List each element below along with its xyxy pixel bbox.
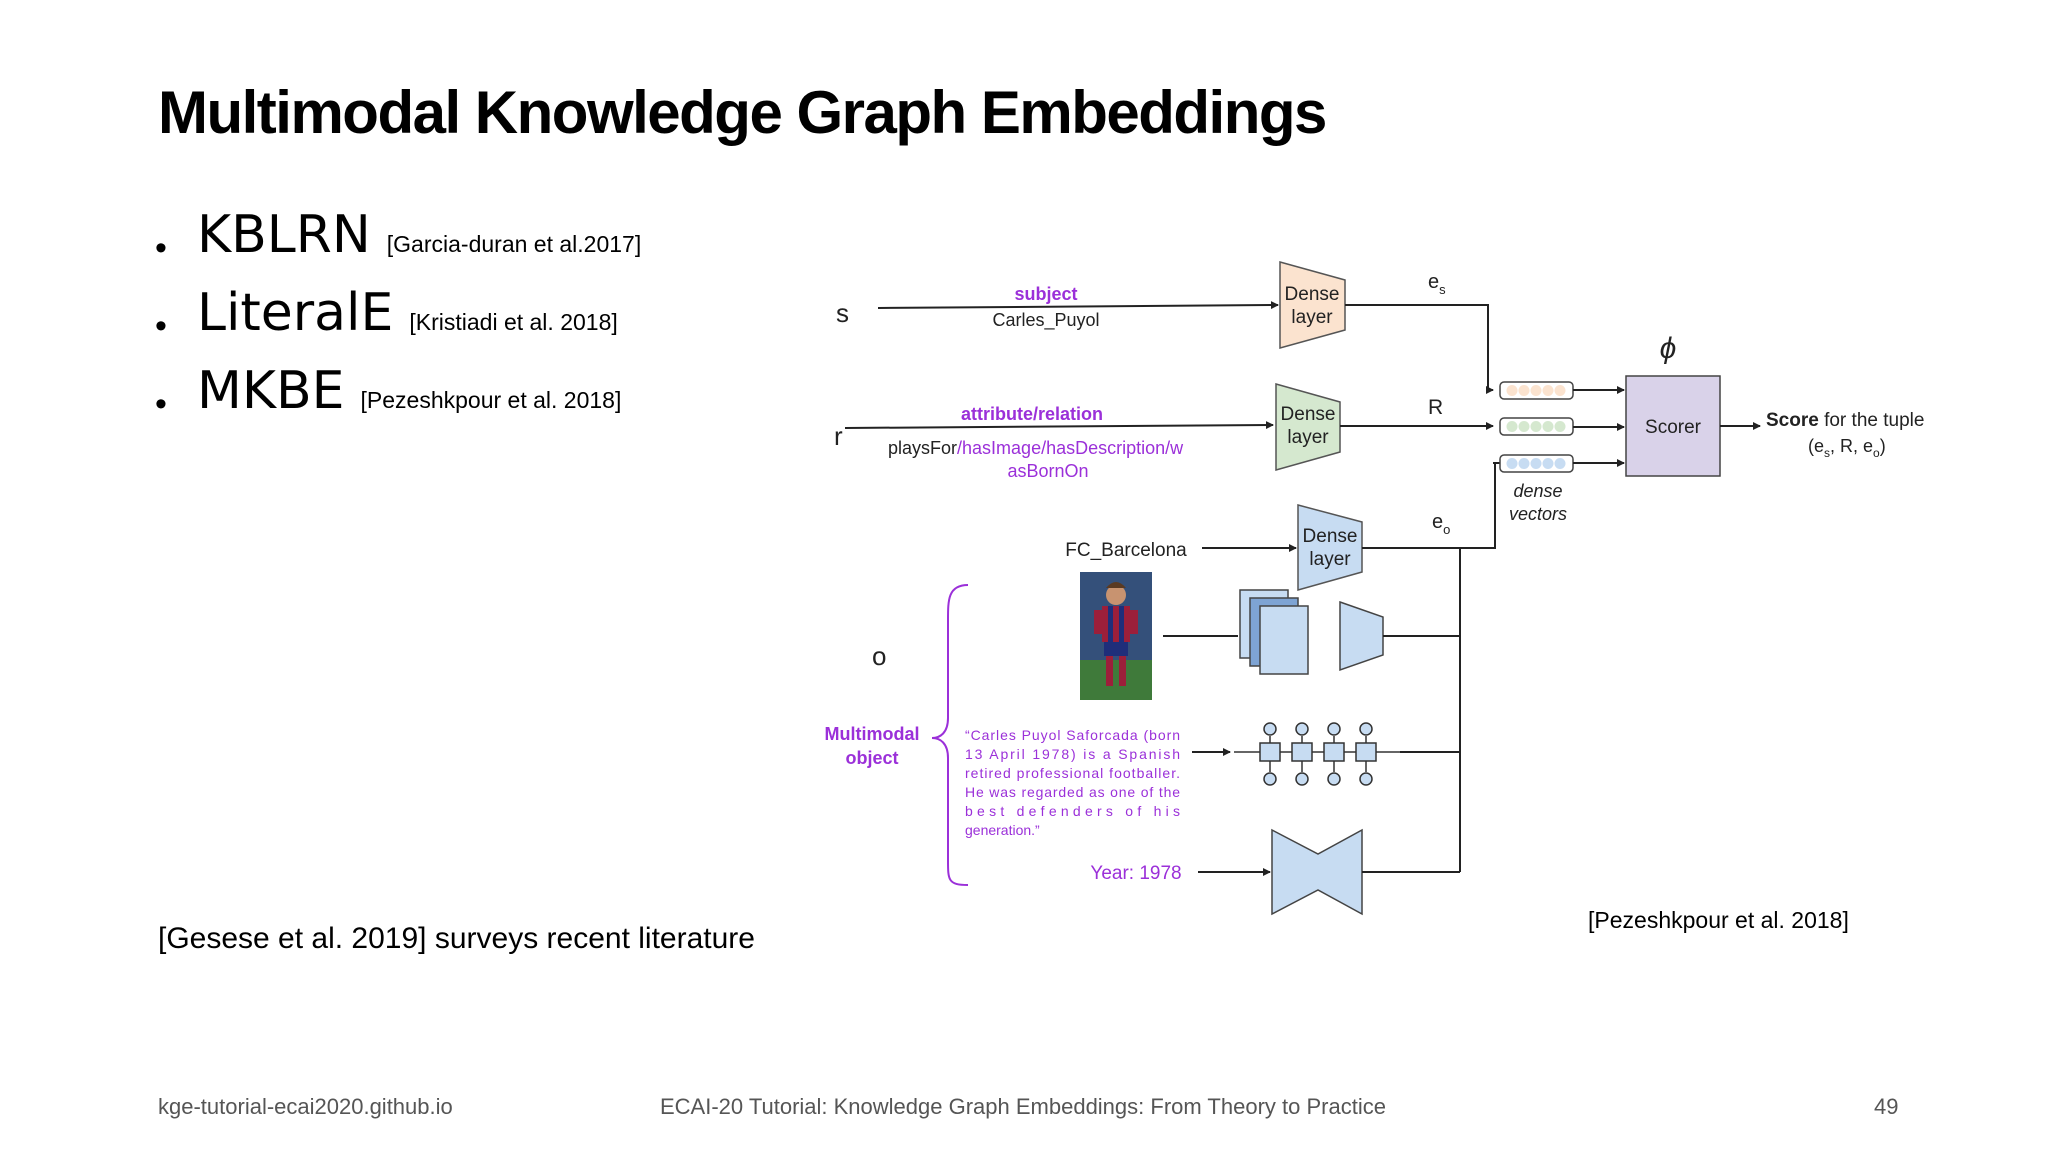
dense-vector-object [1499,454,1574,473]
dense-vectors-label: dense [1513,481,1562,501]
svg-text:13 April 1978) is a Spanish: 13 April 1978) is a Spanish [965,746,1180,762]
subject-label: subject [1014,284,1077,304]
bullet-list: • KBLRN [Garcia-duran et al.2017] • Lite… [155,205,641,439]
subject-dense-layer [1279,261,1346,349]
method-name: LiteralE [197,283,394,343]
numeric-encoder-icon [1271,828,1363,916]
score-tuple: (es, R, eo) [1808,436,1886,460]
relation-arrow [844,421,1274,430]
relation-dense-text: layer [1287,427,1329,448]
description-text: “Carles Puyol Saforcada (born 13 April 1… [965,727,1180,838]
dense-vector-subject [1499,381,1574,400]
svg-text:He was regarded as one of the: He was regarded as one of the [965,784,1180,800]
dense-vector-relation [1499,417,1574,436]
multimodal-brace [931,584,969,886]
s-label: s [836,298,849,328]
scorer-box [1625,375,1721,477]
page-number: 49 [1874,1094,1899,1119]
relation-label: attribute/relation [961,404,1103,424]
scorer-label: Scorer [1645,417,1702,438]
svg-text:“Carles Puyol Saforcada (born: “Carles Puyol Saforcada (born [965,727,1180,743]
o-label: o [872,641,886,671]
es-label: es [1428,271,1446,297]
method-name: MKBE [197,361,345,421]
slide-title: Multimodal Knowledge Graph Embeddings [158,79,1327,146]
r-label: r [834,421,843,451]
bullet-dot: • [155,385,167,423]
svg-text:generation.”: generation.” [965,822,1040,838]
object-value: FC_Barcelona [1065,540,1187,561]
object-dense-text: layer [1309,549,1351,570]
lstm-encoder-icon [1234,722,1400,786]
multimodal-label: Multimodal [825,724,920,744]
bullet-item: • LiteralE [Kristiadi et al. 2018] [155,283,641,361]
subject-value: Carles_Puyol [992,310,1099,331]
diagram-citation: [Pezeshkpour et al. 2018] [1588,907,1849,933]
year-label: Year: 1978 [1090,863,1181,884]
subject-dense-text: Dense [1285,284,1340,305]
bullet-item: • MKBE [Pezeshkpour et al. 2018] [155,361,641,439]
footer-url: kge-tutorial-ecai2020.github.io [158,1094,453,1119]
subject-dense-text: layer [1291,307,1333,328]
R-label: R [1428,396,1443,419]
method-reference: [Garcia-duran et al.2017] [386,231,642,257]
eo-arrow [1362,462,1496,549]
image-dense-layer [1339,600,1384,672]
object-dense-text: Dense [1303,526,1358,547]
method-reference: [Pezeshkpour et al. 2018] [360,387,622,413]
svg-text:best defenders of his: best defenders of his [965,803,1180,819]
cnn-encoder-icon [1239,589,1309,675]
eo-label: eo [1432,511,1450,537]
method-name: KBLRN [197,205,371,265]
subject-arrow [877,301,1279,310]
es-arrow [1345,304,1494,394]
bullet-item: • KBLRN [Garcia-duran et al.2017] [155,205,641,283]
phi-symbol: ϕ [1660,332,1677,365]
bullet-dot: • [155,307,167,345]
relation-value: playsFor/hasImage/hasDescription/w [888,438,1184,458]
bullet-dot: • [155,229,167,267]
relation-dense-text: Dense [1281,404,1336,425]
footer-title: ECAI-20 Tutorial: Knowledge Graph Embedd… [660,1094,1386,1119]
method-reference: [Kristiadi et al. 2018] [409,309,618,335]
score-label: Score for the tuple [1766,410,1924,431]
dense-vectors-label: vectors [1509,504,1567,524]
object-dense-layer [1297,504,1363,591]
player-photo [1080,572,1152,700]
relation-dense-layer [1275,383,1341,471]
multimodal-label: object [845,748,898,768]
relation-value-continued: asBornOn [1007,461,1088,481]
survey-note: [Gesese et al. 2019] surveys recent lite… [158,922,755,955]
svg-text:retired professional footballe: retired professional footballer. [965,765,1180,781]
